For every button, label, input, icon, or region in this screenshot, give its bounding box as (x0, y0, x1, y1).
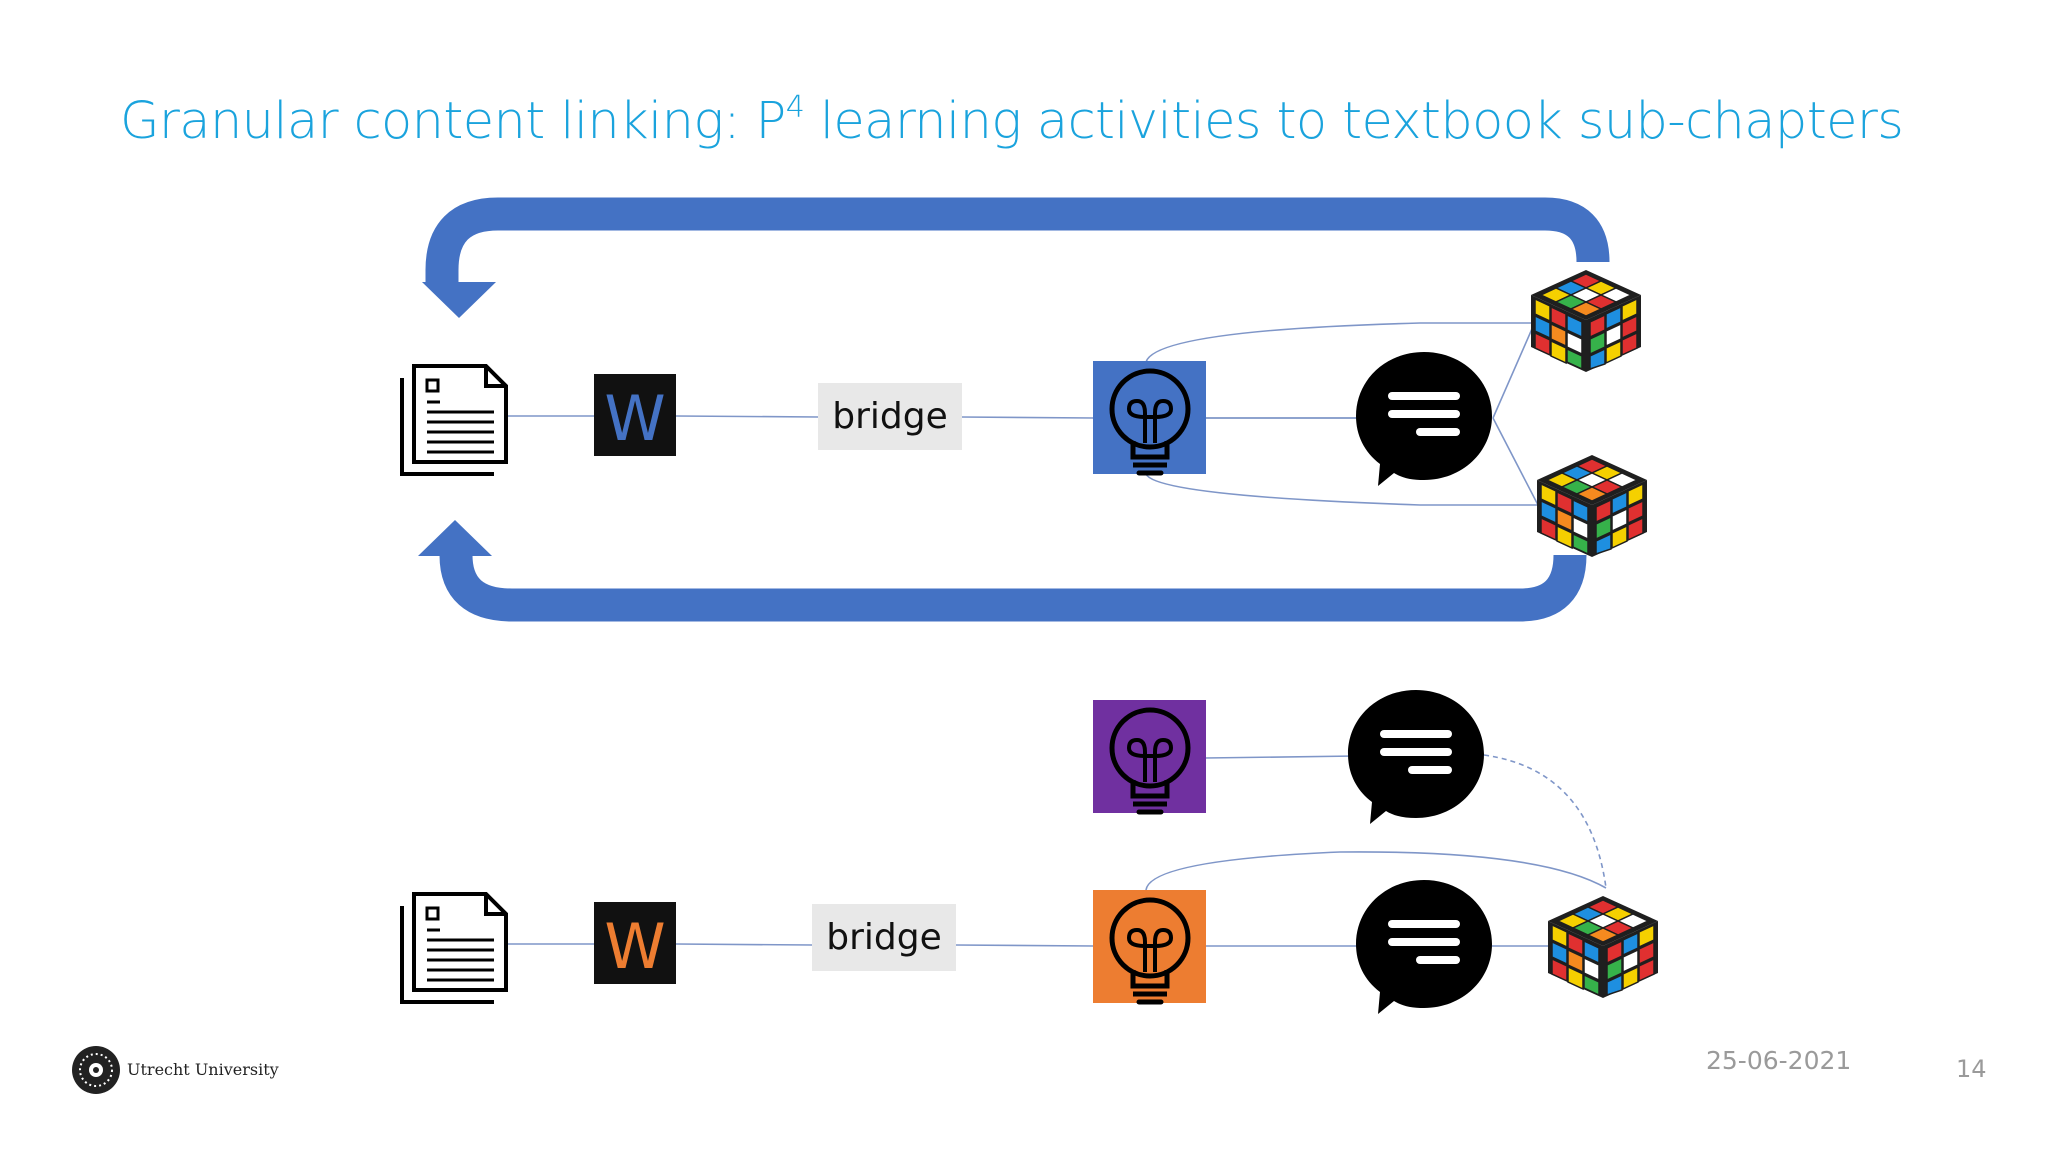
bridge-label-top: bridge (818, 383, 962, 450)
word-icon-bottom (594, 902, 676, 984)
university-name: Utrecht University (127, 1060, 279, 1079)
document-icon-top (400, 364, 508, 476)
return-arrow-bottom (439, 538, 1587, 622)
return-arrow-top-head (422, 282, 496, 318)
university-seal-icon (72, 1046, 120, 1094)
slide-title: Granular content linking: P4 learning ac… (120, 90, 1904, 151)
bridge-label-bottom: bridge (812, 904, 956, 971)
rubiks-cube-icon-bottom (1547, 895, 1659, 999)
title-rest: learning activities to textbook sub-chap… (804, 92, 1904, 151)
title-superscript: 4 (785, 90, 805, 125)
word-icon-top (594, 374, 676, 456)
return-arrow-top (425, 197, 1610, 287)
connectors-top (496, 321, 1539, 506)
rubiks-cube-icon-top-2 (1536, 454, 1648, 558)
word-letter-top: W (604, 382, 665, 455)
chat-bubble-icon-bottom (1356, 880, 1492, 1014)
page-number: 14 (1956, 1055, 1987, 1083)
connectors-bottom (496, 754, 1607, 947)
title-main: Granular content linking: P (120, 92, 786, 151)
chat-bubble-icon-middle (1348, 690, 1484, 824)
chat-bubble-icon-top (1356, 352, 1492, 486)
document-icon-bottom (400, 892, 508, 1004)
rubiks-cube-icon-top-1 (1530, 269, 1642, 373)
return-arrow-bottom-head (418, 520, 492, 556)
word-letter-bottom: W (604, 910, 665, 983)
slide-date: 25-06-2021 (1706, 1046, 1852, 1075)
